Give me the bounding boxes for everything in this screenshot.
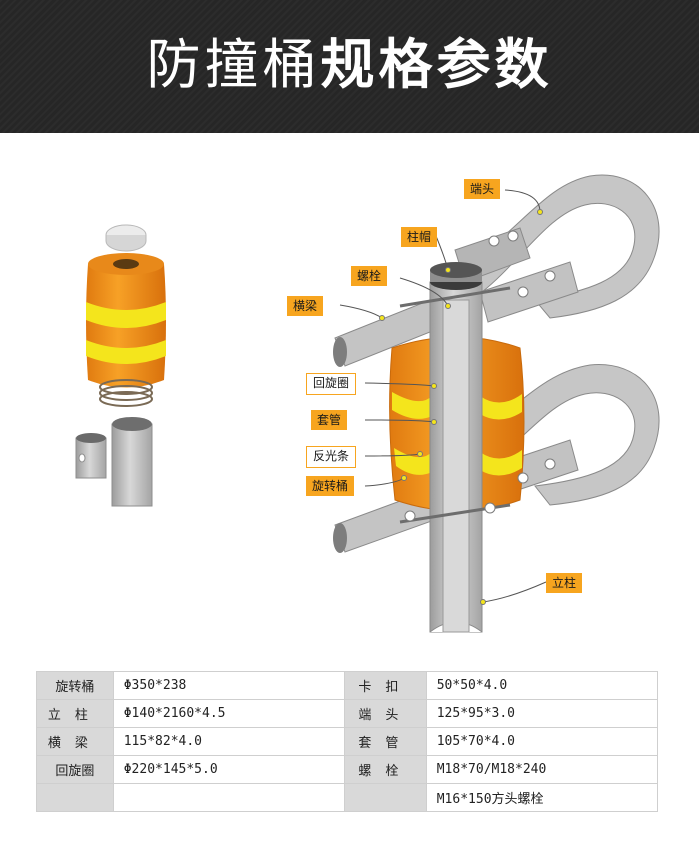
- spec-value: Φ140*2160*4.5: [112, 699, 345, 728]
- table-row: 回旋圈 Φ220*145*5.0 螺栓 M18*70/M18*240: [36, 755, 659, 784]
- spec-key: 卡扣: [343, 671, 427, 700]
- upper-crossbeam-end: [333, 337, 347, 367]
- exploded-view: [75, 224, 166, 507]
- spec-key: 立柱: [36, 699, 114, 728]
- spec-value: 50*50*4.0: [425, 671, 659, 700]
- label-crossbeam: 横梁: [287, 296, 324, 316]
- label-bolt: 螺栓: [351, 266, 388, 286]
- spec-key: 横梁: [36, 727, 114, 756]
- assembled-view: [333, 174, 660, 633]
- exploded-spring-ring: [99, 379, 153, 407]
- lower-end-terminal: [469, 364, 660, 506]
- spec-table: 旋转桶 Φ350*238 卡扣 50*50*4.0 立柱 Φ140*2160*4…: [36, 671, 659, 812]
- spec-value: 125*95*3.0: [425, 699, 659, 728]
- exploded-cap-side: [105, 235, 147, 252]
- label-post-cap: 柱帽: [401, 227, 438, 247]
- spec-value: 105*70*4.0: [425, 727, 659, 756]
- spec-value: M18*70/M18*240: [425, 755, 659, 784]
- spec-value: 115*82*4.0: [112, 727, 345, 756]
- leader-dots: [379, 209, 543, 605]
- spec-value: [112, 783, 345, 812]
- header-banner: 防撞桶规格参数: [0, 0, 699, 133]
- title-bold-part: 规格参数: [320, 33, 553, 96]
- lower-crossbeam-end: [333, 523, 347, 553]
- label-spring-ring: 回旋圈: [306, 373, 357, 395]
- label-rotating-barrel: 旋转桶: [306, 476, 355, 496]
- table-row: M16*150方头螺栓: [36, 783, 659, 812]
- table-row: 立柱 Φ140*2160*4.5 端头 125*95*3.0: [36, 699, 659, 728]
- assembled-cap: [430, 262, 482, 290]
- assembled-bolt: [399, 286, 511, 308]
- spec-value: Φ350*238: [112, 671, 345, 700]
- exploded-sleeve: [75, 433, 107, 479]
- exploded-barrel: [86, 253, 166, 388]
- label-sleeve: 套管: [311, 410, 348, 430]
- exploded-post: [111, 417, 153, 507]
- spec-key: 回旋圈: [36, 755, 114, 784]
- spec-value: Φ220*145*5.0: [112, 755, 345, 784]
- assembly-diagram: 端头 柱帽 螺栓 横梁 回旋圈 套管 反光条 旋转桶 立柱: [0, 140, 699, 660]
- page-title: 防撞桶规格参数: [0, 30, 699, 100]
- assembled-post: [429, 281, 483, 633]
- label-reflective-strip: 反光条: [306, 446, 357, 468]
- table-row: 横梁 115*82*4.0 套管 105*70*4.0: [36, 727, 659, 756]
- upper-end-terminal: [469, 174, 660, 319]
- label-end-terminal: 端头: [464, 179, 501, 199]
- spec-key: 旋转桶: [36, 671, 114, 700]
- spec-key: 端头: [343, 699, 427, 728]
- label-post: 立柱: [546, 573, 583, 593]
- title-light-part: 防撞桶: [146, 33, 321, 96]
- spec-value: M16*150方头螺栓: [425, 783, 659, 812]
- spec-key: 套管: [343, 727, 427, 756]
- table-row: 旋转桶 Φ350*238 卡扣 50*50*4.0: [36, 671, 659, 700]
- spec-key: 螺栓: [343, 755, 427, 784]
- spec-key: [36, 783, 114, 812]
- diagram-illustration: [75, 174, 660, 633]
- bolt-heads: [404, 230, 556, 522]
- spec-key: [343, 783, 427, 812]
